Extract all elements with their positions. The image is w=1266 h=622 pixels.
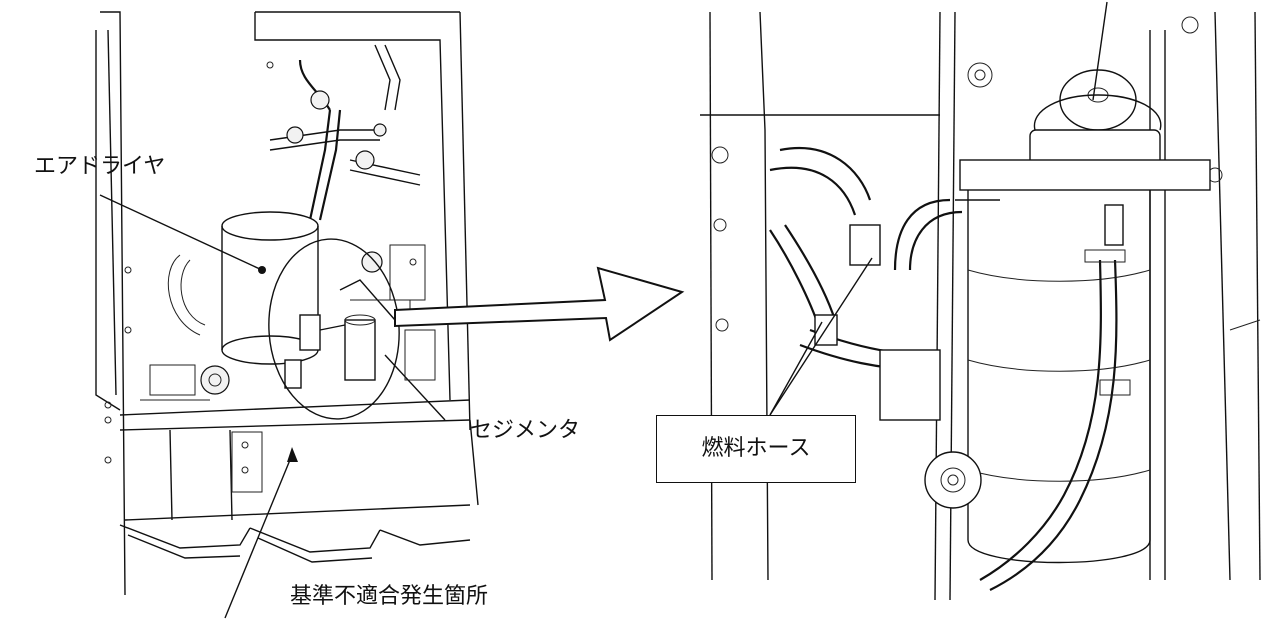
fuel-hose-label: 燃料ホース <box>701 436 811 461</box>
zoom-frame-lines <box>700 11 1261 601</box>
zoom-arrow <box>394 266 685 342</box>
sedimenter-assembly <box>284 251 411 389</box>
unit-frame <box>95 11 479 596</box>
sedimenter-body <box>959 69 1211 564</box>
nonconformance-location-label: 基準不適合発生箇所 <box>290 584 489 609</box>
sedimenter-label: セジメンタ <box>470 418 581 443</box>
air-dryer-label: エアドライヤ <box>34 154 166 179</box>
sedimenter-leader <box>384 354 446 421</box>
fuel-hose-leader-1 <box>769 257 873 416</box>
fuel-hoses <box>769 147 1131 591</box>
internal-piping <box>269 44 421 221</box>
top-callout-leader <box>1092 1 1108 101</box>
nonconformance-leader <box>224 454 293 619</box>
air-dryer-leader <box>99 194 263 271</box>
fuel-hose-leader-2 <box>769 321 823 416</box>
skid-base <box>119 524 471 563</box>
frame-bolts <box>104 61 417 474</box>
nonconformance-arrowhead <box>287 447 298 462</box>
fuel-hose-callout-box: 燃料ホース <box>656 415 856 483</box>
lower-components <box>140 244 436 401</box>
